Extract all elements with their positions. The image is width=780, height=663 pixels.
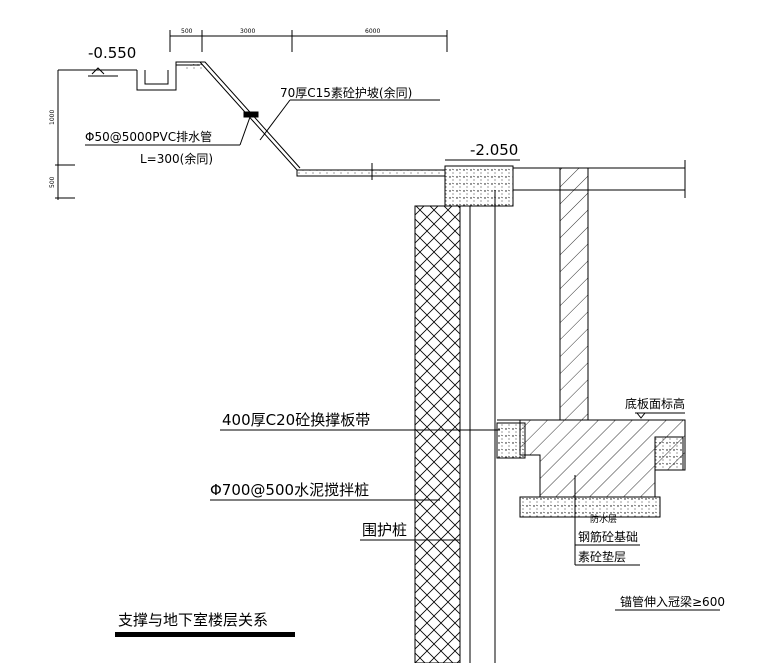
replacement-strip-label: 400厚C20砼换撑板带 bbox=[222, 411, 370, 429]
ground-elevation: -0.550 bbox=[88, 44, 136, 62]
title-underline bbox=[115, 632, 295, 637]
plain-cushion-label: 素砼垫层 bbox=[578, 549, 626, 564]
rc-foundation-label: 钢筋砼基础 bbox=[578, 529, 638, 544]
retaining-pile-label: 围护桩 bbox=[362, 521, 407, 539]
plain-cushion bbox=[519, 496, 661, 518]
dim-left-1: 1000 bbox=[49, 110, 56, 125]
drawing-title: 支撑与地下室楼层关系 bbox=[118, 611, 268, 629]
slope-profile bbox=[58, 61, 446, 180]
anchor-note: 锚管伸入冠梁≥600 bbox=[620, 594, 725, 609]
dim-left-2: 500 bbox=[49, 176, 56, 188]
waterproof-label: 防水层 bbox=[590, 513, 617, 525]
basement-wall bbox=[559, 167, 589, 421]
dim-top-2: 3000 bbox=[240, 28, 255, 35]
drain-pipe-length: L=300(余同) bbox=[140, 151, 213, 166]
top-dimension-line bbox=[169, 30, 448, 52]
mixing-pile bbox=[414, 205, 461, 663]
left-dimension-line bbox=[55, 70, 75, 200]
drain-pipe-label: Φ50@5000PVC排水管 bbox=[85, 129, 212, 144]
slope-protection-label: 70厚C15素砼护坡(余同) bbox=[280, 85, 412, 100]
slab-elevation-label: 底板面标高 bbox=[625, 396, 685, 411]
cap-beam bbox=[444, 165, 514, 207]
cap-beam-elevation: -2.050 bbox=[470, 141, 518, 159]
dim-top-3: 6000 bbox=[365, 28, 380, 35]
mixing-pile-label: Φ700@500水泥搅拌桩 bbox=[210, 481, 369, 499]
dim-top-1: 500 bbox=[181, 28, 193, 35]
